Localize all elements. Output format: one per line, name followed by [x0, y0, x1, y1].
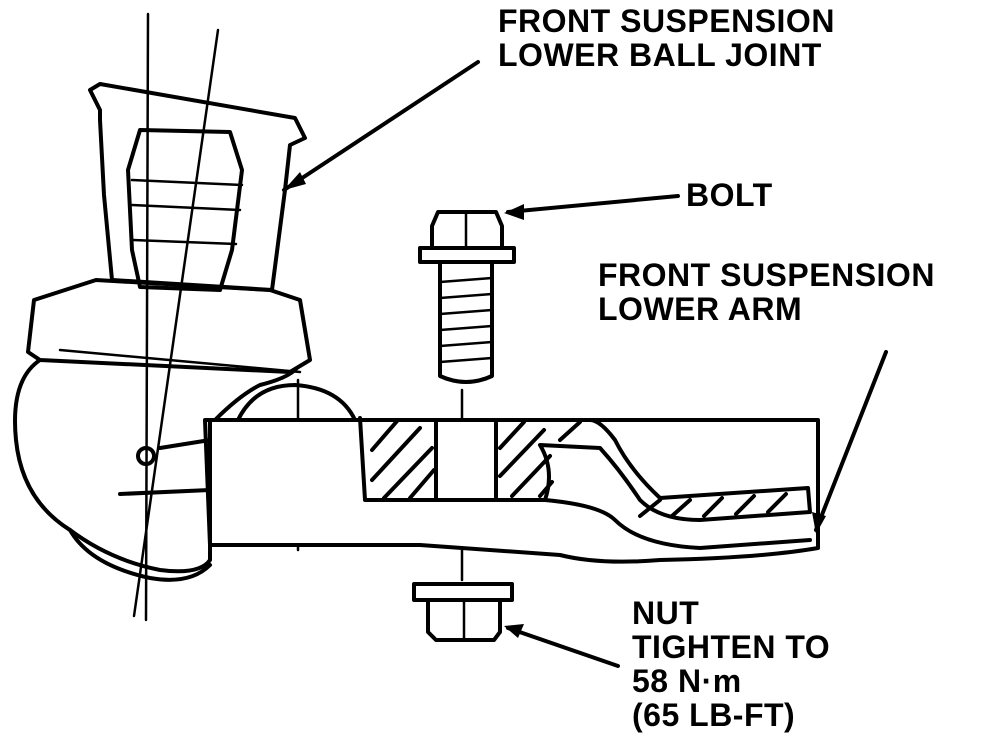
bolt-threads: [438, 276, 494, 364]
bolt-flange: [418, 246, 516, 264]
bolt: [418, 210, 516, 384]
ball-joint-label: FRONT SUSPENSION LOWER BALL JOINT: [498, 3, 835, 73]
bolt-leader: [506, 194, 680, 214]
bolt-hole: [434, 418, 498, 502]
bolt-label: BOLT: [686, 177, 773, 213]
ball-joint-housing: [13, 82, 357, 582]
lower-arm-channel: [358, 416, 812, 522]
knuckle-body: [13, 358, 302, 574]
ball-joint-flange: [26, 278, 312, 374]
nut-leader: [506, 626, 620, 668]
lower-arm-leader: [814, 350, 888, 532]
ball-joint-stud-housing: [88, 82, 307, 292]
lower-arm-label: FRONT SUSPENSION LOWER ARM: [598, 257, 935, 327]
ball-joint-leader: [282, 60, 480, 192]
lower-arm: [208, 416, 820, 564]
nut-flange: [412, 582, 514, 602]
lower-arm-outline: [208, 418, 820, 564]
lower-arm-section-hatch: [370, 418, 788, 518]
nut-label: NUT TIGHTEN TO 58 N·m (65 LB-FT): [632, 595, 831, 733]
bolt-shank: [438, 260, 494, 384]
knuckle-bottom: [68, 528, 212, 582]
ball-joint-ball: [236, 383, 357, 422]
ball-joint-stud: [126, 128, 244, 292]
nut: [412, 582, 514, 642]
leader-lines: [282, 60, 888, 668]
